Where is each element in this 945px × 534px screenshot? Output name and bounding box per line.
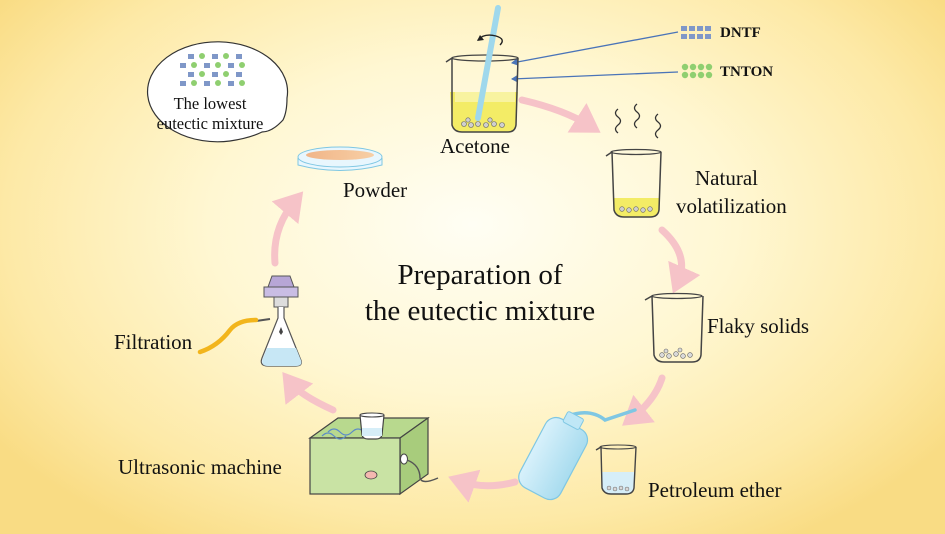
arrow-filtration-to-powder [271, 191, 304, 267]
legend-arrows [511, 31, 679, 83]
step-volatilization-label: volatilization [676, 194, 787, 218]
step-natural-label: Natural [695, 166, 758, 190]
bubble-line1: The lowest [173, 94, 247, 113]
title-line2: the eutectic mixture [364, 295, 596, 328]
arrow-ultrasonic-to-filtration [282, 372, 337, 414]
powder-dish-icon [297, 146, 383, 171]
volatilization-beaker-icon [605, 103, 662, 218]
filtration-flask-icon [197, 275, 302, 367]
step-flaky-solids-label: Flaky solids [707, 314, 810, 338]
petroleum-ether-beaker-icon [595, 444, 637, 495]
acetone-beaker-icon [445, 5, 519, 133]
step-filtration-label: Filtration [114, 330, 193, 354]
diagram-title: Preparation of the eutectic mixture [330, 257, 630, 330]
vacuum-tube [197, 317, 259, 355]
green-dots-icon [681, 63, 713, 79]
ultrasonic-machine-icon [308, 412, 439, 496]
blue-squares-icon [681, 26, 711, 39]
flaky-solids-beaker-icon [644, 292, 704, 363]
arrow-volatilization-to-flaky [658, 226, 701, 294]
dntf-arrow [511, 31, 679, 66]
bubble-line2: eutectic mixture [156, 113, 264, 133]
mixture-molecules-icon [180, 53, 245, 86]
step-ultrasonic-label: Ultrasonic machine [118, 455, 282, 479]
stirring-rod [475, 5, 501, 121]
cycle-arrows [271, 96, 701, 503]
legend-dntf-label: DNTF [720, 25, 761, 41]
tnton-arrow [511, 71, 679, 83]
wash-bottle-icon [518, 408, 637, 501]
step-acetone-label: Acetone [440, 134, 510, 158]
legend-tnton-label: TNTON [720, 64, 774, 80]
title-line1: Preparation of [397, 259, 563, 291]
speech-bubble [146, 41, 289, 143]
arrow-bottle-to-ultrasonic [448, 469, 519, 503]
step-powder-label: Powder [343, 178, 408, 202]
bubble-text: The lowest eutectic mixture [150, 94, 270, 134]
arrow-flaky-to-bottle [622, 374, 666, 426]
arrow-acetone-to-volatilization [518, 96, 601, 133]
step-petroleum-ether-label: Petroleum ether [648, 478, 782, 502]
rotation-arrow-icon [477, 34, 503, 46]
